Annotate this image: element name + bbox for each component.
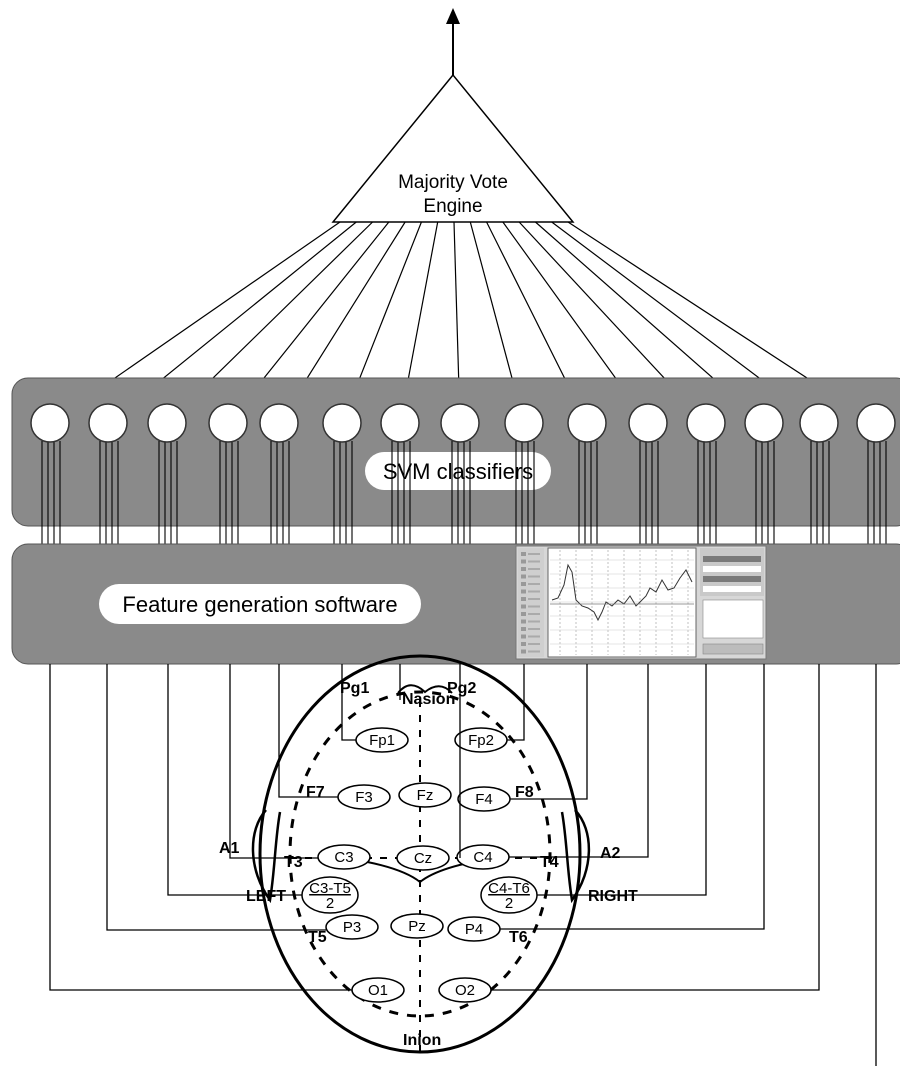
right-ear bbox=[562, 810, 589, 900]
feature-generation-panel: Feature generation software bbox=[12, 544, 900, 664]
mark-t6: T6 bbox=[509, 929, 528, 946]
electrode-c4-label: C4 bbox=[473, 849, 492, 866]
classifier-node bbox=[260, 404, 298, 442]
electrode-c3t5: C3-T52 bbox=[302, 877, 358, 913]
electrode-p3-label: P3 bbox=[343, 919, 361, 936]
mark-a1: A1 bbox=[219, 840, 240, 857]
svm-classifiers-panel: SVM classifiers bbox=[12, 378, 900, 526]
classifier-node bbox=[505, 404, 543, 442]
classifier-node bbox=[745, 404, 783, 442]
electrode-fz: Fz bbox=[399, 783, 451, 807]
electrode-o2: O2 bbox=[439, 978, 491, 1002]
electrode-c3: C3 bbox=[318, 845, 370, 869]
electrode-f3-label: F3 bbox=[355, 789, 373, 806]
classifier-nodes bbox=[31, 404, 895, 442]
mark-t5: T5 bbox=[308, 929, 327, 946]
electrode-cz-label: Cz bbox=[414, 850, 432, 867]
electrode-cz: Cz bbox=[397, 846, 449, 870]
classifier-node bbox=[800, 404, 838, 442]
classifier-node bbox=[148, 404, 186, 442]
classifier-node bbox=[857, 404, 895, 442]
electrode-c4: C4 bbox=[457, 845, 509, 869]
electrode-pz-label: Pz bbox=[408, 918, 426, 935]
classifier-node bbox=[31, 404, 69, 442]
mark-right: RIGHT bbox=[588, 888, 638, 905]
electrode-p4-label: P4 bbox=[465, 921, 483, 938]
mark-pg1: Pg1 bbox=[340, 680, 369, 697]
software-button bbox=[703, 644, 763, 654]
electrode-o1: O1 bbox=[352, 978, 404, 1002]
classifier-node bbox=[323, 404, 361, 442]
electrode-c4t6-divisor: 2 bbox=[505, 895, 513, 912]
mark-left: LEFT bbox=[246, 888, 286, 905]
electrode-fp1-label: Fp1 bbox=[369, 732, 395, 749]
mark-f7: F7 bbox=[306, 784, 325, 801]
left-ear bbox=[253, 810, 280, 900]
electrode-c4t6: C4-T62 bbox=[481, 877, 537, 913]
majority-vote-engine: Majority Vote Engine bbox=[333, 75, 573, 222]
classifier-node bbox=[629, 404, 667, 442]
electrode-f4-label: F4 bbox=[475, 791, 493, 808]
electrode-f4: F4 bbox=[458, 787, 510, 811]
mark-t3: T3 bbox=[284, 854, 303, 871]
electrode-c3t5-divisor: 2 bbox=[326, 895, 334, 912]
software-screenshot bbox=[516, 546, 766, 659]
electrode-o2-label: O2 bbox=[455, 982, 475, 999]
engine-label-line2: Engine bbox=[423, 196, 482, 217]
electrode-c3-label: C3 bbox=[334, 849, 353, 866]
electrode-p4: P4 bbox=[448, 917, 500, 941]
classifier-node bbox=[209, 404, 247, 442]
mark-nasion: Nasion bbox=[402, 691, 455, 708]
output-arrow bbox=[446, 8, 460, 75]
electrode-fz-label: Fz bbox=[417, 787, 434, 804]
electrode-fp2-label: Fp2 bbox=[468, 732, 494, 749]
classifier-node bbox=[381, 404, 419, 442]
electrode-p3: P3 bbox=[326, 915, 378, 939]
electrode-fp2: Fp2 bbox=[455, 728, 507, 752]
electrode-fp1: Fp1 bbox=[356, 728, 408, 752]
engine-label-line1: Majority Vote bbox=[398, 172, 508, 193]
classifier-node bbox=[89, 404, 127, 442]
electrode-pz: Pz bbox=[391, 914, 443, 938]
electrode-f3: F3 bbox=[338, 785, 390, 809]
classifier-node bbox=[441, 404, 479, 442]
classifier-node bbox=[568, 404, 606, 442]
classifier-node bbox=[687, 404, 725, 442]
feature-label: Feature generation software bbox=[122, 592, 397, 617]
mark-a2: A2 bbox=[600, 845, 621, 862]
electrode-o1-label: O1 bbox=[368, 982, 388, 999]
mark-inion: Inion bbox=[403, 1032, 441, 1049]
